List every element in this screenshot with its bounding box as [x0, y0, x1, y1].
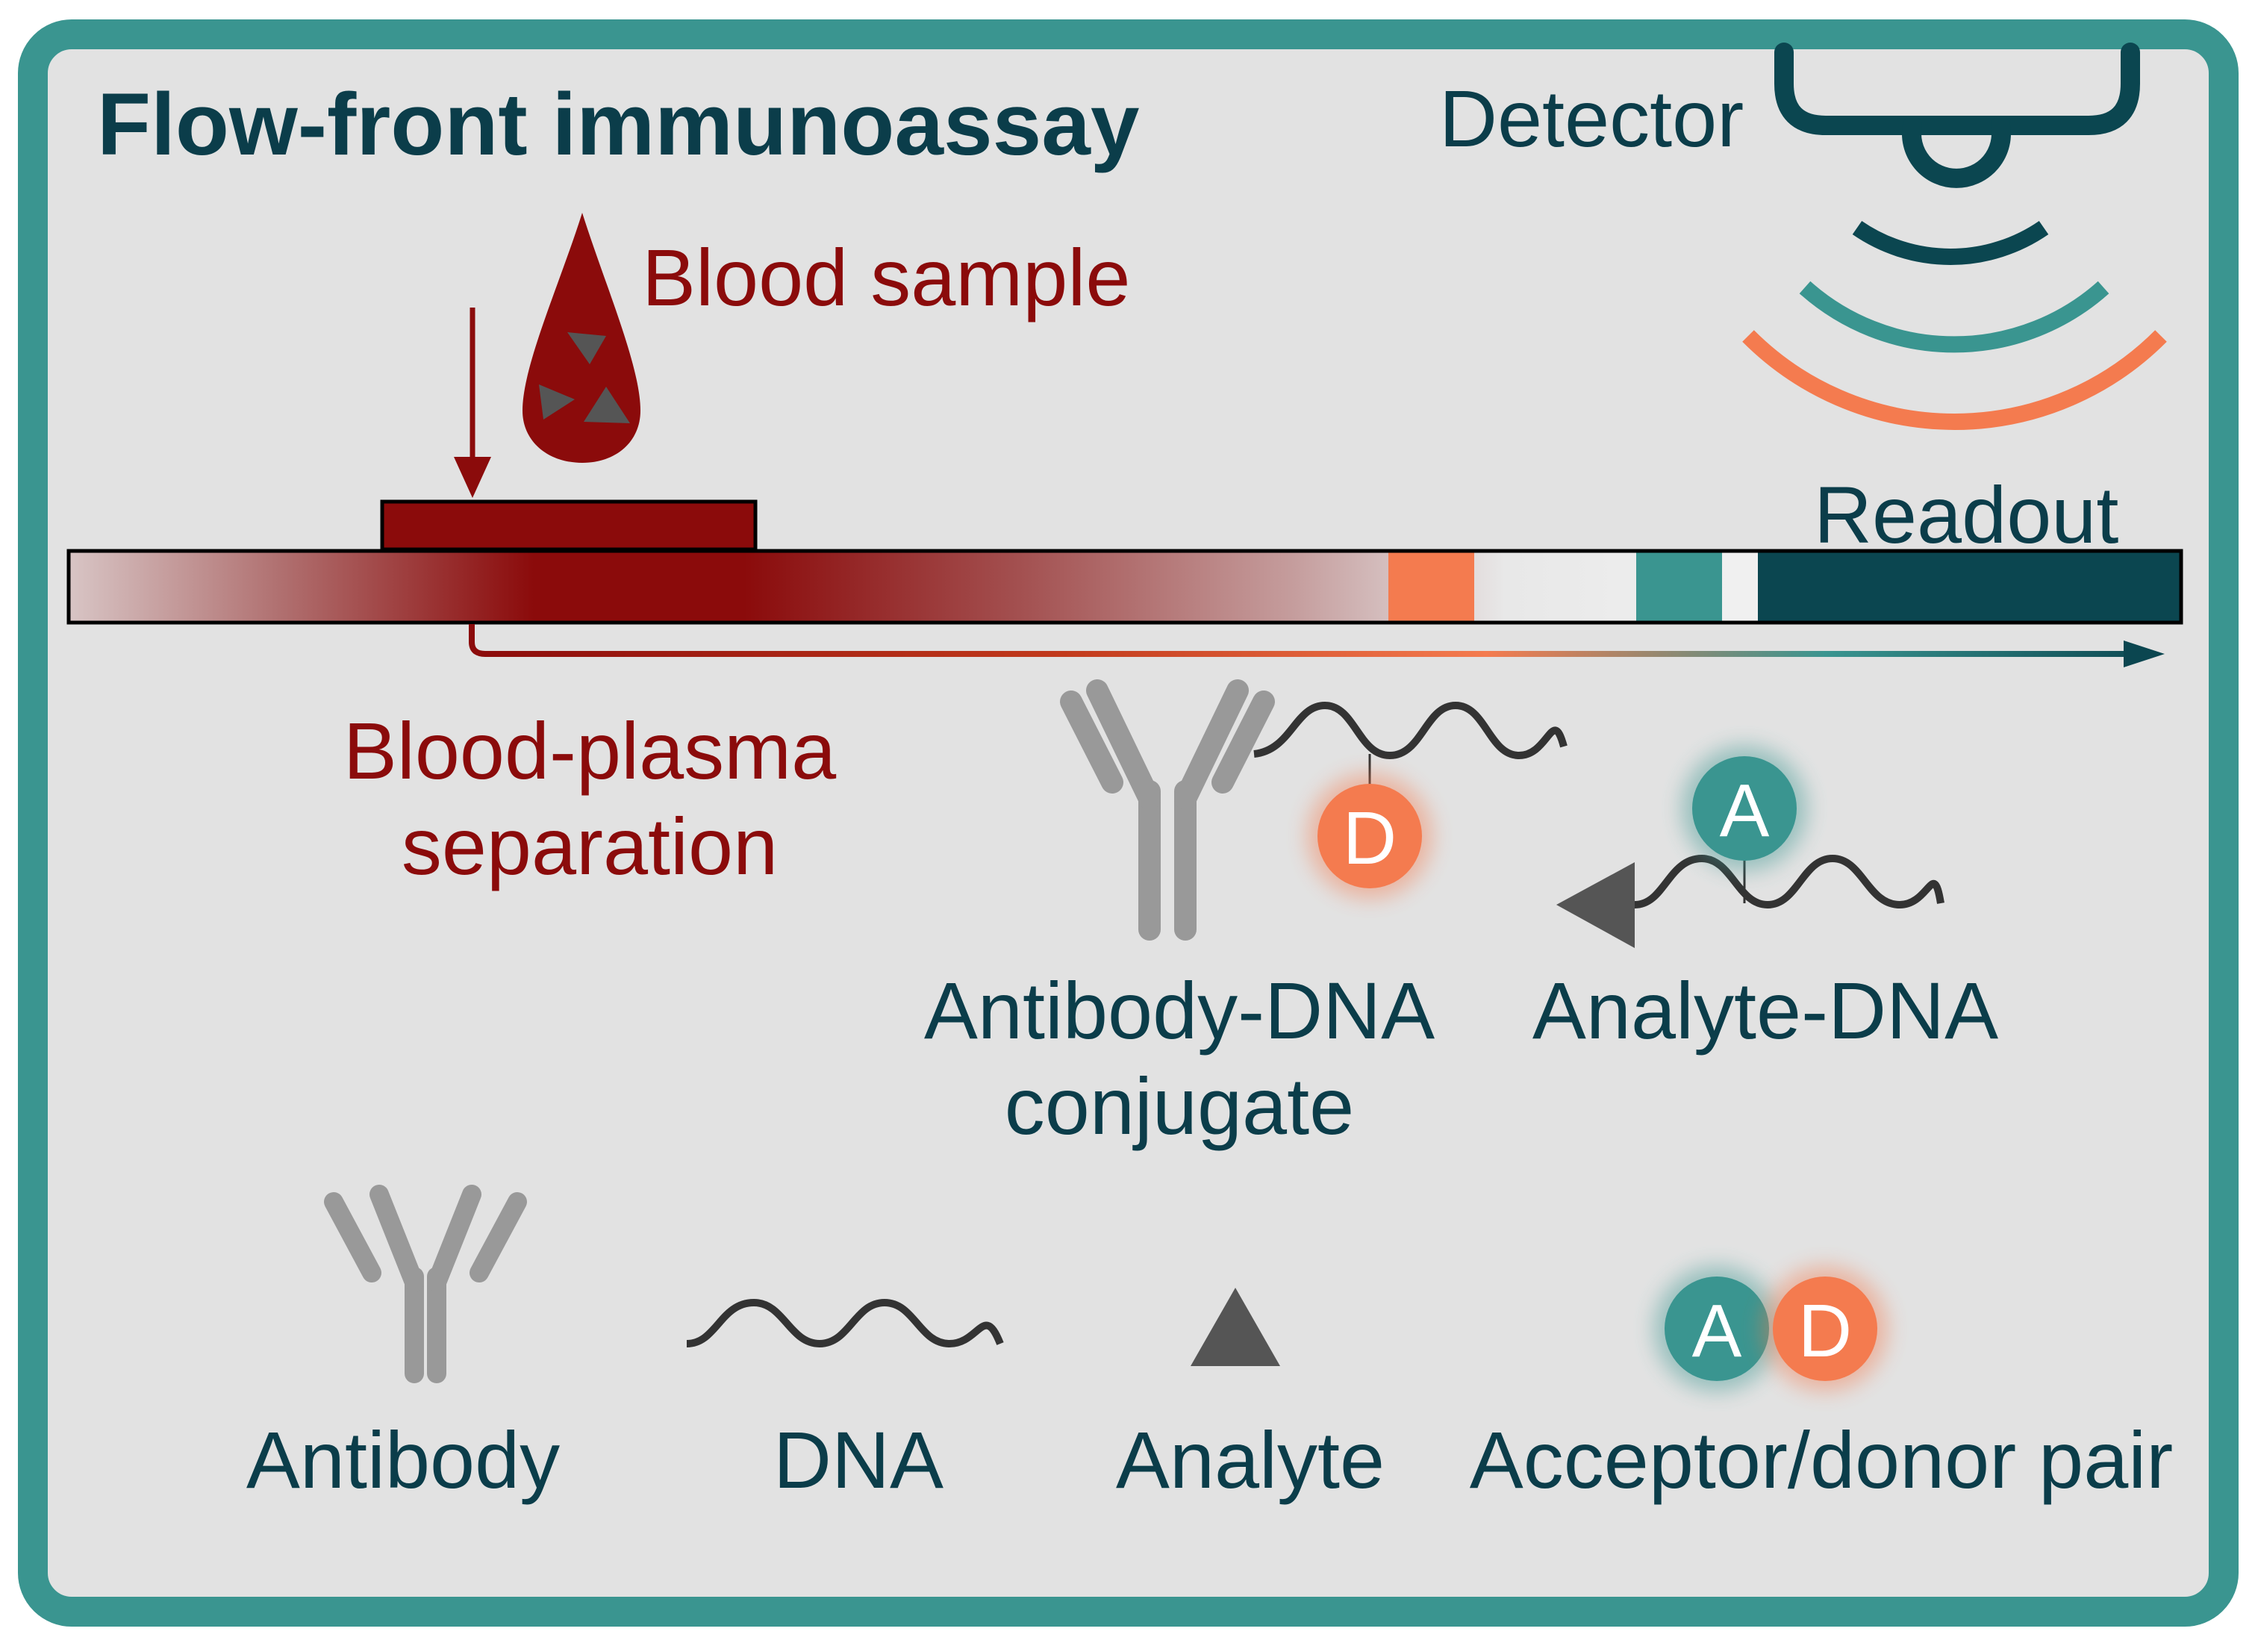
separation-label-line2: separation: [401, 801, 779, 891]
donor-badge-letter: D: [1343, 797, 1397, 880]
legend-donor-letter: D: [1798, 1289, 1852, 1373]
flow-arrow: [469, 624, 2165, 667]
legend-acceptor-badge: [1654, 1266, 1780, 1391]
legend-dna-icon: [686, 1298, 1004, 1348]
blood-sample-label: Blood sample: [642, 232, 1131, 322]
readout-label: Readout: [1814, 470, 2119, 560]
acceptor-badge: [1682, 746, 1807, 871]
donor-line: [1388, 551, 1474, 623]
legend-analyte-icon: [1191, 1288, 1280, 1366]
acceptor-line: [1636, 551, 1722, 623]
signal-waves-icon: [1742, 220, 2167, 430]
detector-icon: [1774, 43, 2140, 188]
legend-antibody-icon: [324, 1185, 527, 1383]
sample-pad: [380, 499, 758, 552]
legend-pair-label: Acceptor/donor pair: [1469, 1415, 2174, 1505]
blood-drop-icon: [523, 213, 640, 463]
readout-zone: [1758, 551, 2181, 623]
analyte-dna-triangle-icon: [1556, 862, 1635, 948]
legend-donor-badge: [1762, 1266, 1888, 1391]
strip-outline: [66, 549, 2183, 625]
conjugate-label-line1: Antibody-DNA: [923, 965, 1435, 1056]
analyte-dna-label: Analyte-DNA: [1532, 965, 1999, 1056]
conjugate-label-line2: conjugate: [1004, 1061, 1355, 1151]
conjugate-antibody-icon: [1060, 679, 1275, 941]
detector-label: Detector: [1439, 73, 1744, 163]
donor-badge: [1307, 773, 1432, 899]
separation-label-line1: Blood-plasma: [343, 705, 837, 796]
legend-dna-label: DNA: [773, 1415, 944, 1505]
acceptor-badge-letter: A: [1720, 769, 1770, 853]
sample-arrow: [454, 308, 491, 498]
legend-analyte-label: Analyte: [1115, 1415, 1385, 1505]
page-title: Flow-front immunoassay: [97, 75, 1140, 174]
legend-antibody-label: Antibody: [246, 1415, 561, 1505]
legend-acceptor-letter: A: [1692, 1289, 1742, 1373]
